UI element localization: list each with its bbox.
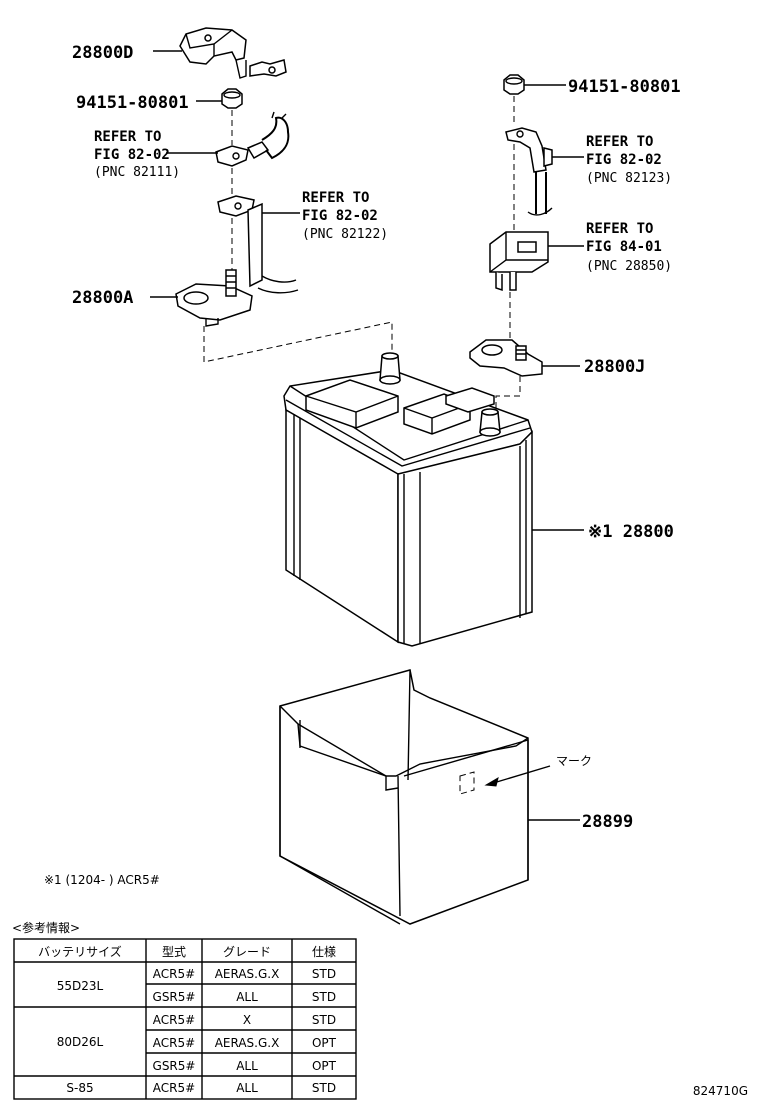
nut-right	[503, 74, 525, 95]
table-cell: STD	[312, 1081, 336, 1095]
table-cell: AERAS.G.X	[215, 1036, 280, 1050]
footnote: ※1 (1204- ) ACR5#	[44, 873, 160, 887]
table-header-spec: 仕様	[312, 945, 336, 959]
ref4-line3: (PNC 28850)	[586, 259, 672, 274]
cable-terminal-82123	[505, 127, 553, 216]
label-28800: ※1 28800	[588, 522, 674, 542]
diagram-code: 824710G	[693, 1084, 748, 1098]
table-cell: ALL	[236, 990, 258, 1004]
table-cell-size: 55D23L	[57, 979, 104, 993]
ref4-line1: REFER TO	[586, 221, 653, 237]
ref-info-title: <参考情報>	[12, 920, 80, 935]
terminal-clamp-28800j	[469, 339, 543, 377]
table-cell: STD	[312, 1013, 336, 1027]
reference-table: バッテリサイズ 型式 グレード 仕様 55D23L ACR5# AERAS.G.…	[13, 938, 357, 1100]
ref3-line2: FIG 82-02	[586, 152, 662, 168]
ref1-line1: REFER TO	[94, 129, 161, 145]
ref1-line2: FIG 82-02	[94, 147, 170, 163]
cable-terminal-82122	[217, 195, 299, 294]
ref2-line2: FIG 82-02	[302, 208, 378, 224]
nut-left	[221, 88, 243, 109]
ref4-line2: FIG 84-01	[586, 239, 662, 255]
cable-terminal-82111	[215, 111, 290, 167]
ref1-line3: (PNC 82111)	[94, 165, 180, 180]
battery-sensor-28850	[489, 231, 549, 292]
table-cell: GSR5#	[153, 1059, 196, 1073]
ref2-line3: (PNC 82122)	[302, 227, 388, 242]
ref3-line3: (PNC 82123)	[586, 171, 672, 186]
table-cell: ALL	[236, 1081, 258, 1095]
table-cell: ACR5#	[153, 1013, 195, 1027]
label-28800j: 28800J	[584, 357, 645, 377]
ref3-line1: REFER TO	[586, 134, 653, 150]
table-cell: STD	[312, 990, 336, 1004]
table-header-size: バッテリサイズ	[38, 944, 122, 959]
battery-case-28899	[279, 669, 529, 925]
table-cell: OPT	[312, 1036, 337, 1050]
label-nut-right: 94151-80801	[568, 77, 681, 97]
label-28800d: 28800D	[72, 43, 133, 63]
table-cell-size: 80D26L	[57, 1035, 104, 1049]
table-cell: AERAS.G.X	[215, 967, 280, 981]
table-cell: ALL	[236, 1059, 258, 1073]
table-header-grade: グレード	[223, 945, 271, 959]
terminal-cover-28800d	[179, 27, 287, 79]
table-cell: ACR5#	[153, 1036, 195, 1050]
table-cell: ACR5#	[153, 967, 195, 981]
table-cell: GSR5#	[153, 990, 196, 1004]
table-header-model: 型式	[162, 945, 186, 959]
table-cell: ACR5#	[153, 1081, 195, 1095]
battery-28800	[283, 352, 533, 647]
label-nut-left: 94151-80801	[76, 93, 189, 113]
terminal-clamp-28800a	[175, 269, 253, 327]
table-cell: OPT	[312, 1059, 337, 1073]
table-cell: X	[243, 1013, 251, 1027]
ref2-line1: REFER TO	[302, 190, 369, 206]
label-mark: マーク	[556, 754, 592, 768]
table-cell: STD	[312, 967, 336, 981]
table-cell-size: S-85	[66, 1081, 93, 1095]
label-28800a: 28800A	[72, 288, 133, 308]
label-28899: 28899	[582, 812, 633, 832]
